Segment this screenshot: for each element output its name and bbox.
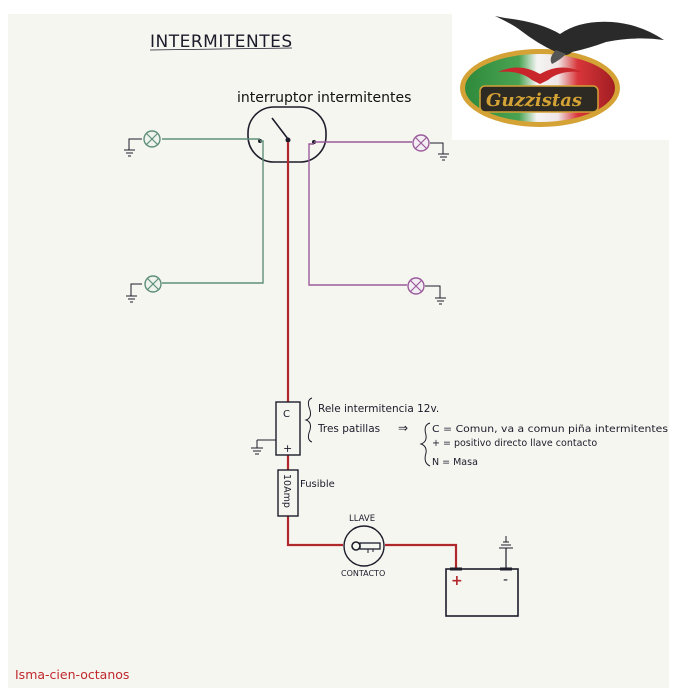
- ground-icon: [499, 536, 513, 549]
- terminal-brace: [419, 422, 431, 467]
- eagle-icon: [495, 16, 664, 64]
- lamp-front-right: [412, 134, 430, 152]
- eagle-small-icon: [498, 67, 582, 84]
- ground-icon: [251, 447, 263, 455]
- power-wiring: [286, 142, 458, 570]
- key-switch-bottom-label: CONTACTO: [341, 569, 385, 578]
- relay-arrow: ⇒: [398, 421, 408, 435]
- lamp-front-left: [143, 130, 161, 148]
- relay-terminal-plus: +: [283, 442, 292, 455]
- relay-terminal-c: C: [283, 409, 290, 420]
- relay-brace: [304, 397, 313, 443]
- relay-note-line2: Tres patillas: [317, 423, 380, 435]
- fuse-rating: 10Amp: [281, 474, 292, 508]
- title-underline: [149, 47, 293, 51]
- diagram-title: INTERMITENTES: [150, 32, 293, 52]
- battery: [445, 548, 519, 617]
- guzzistas-logo: [460, 49, 620, 127]
- key-icon: [367, 549, 374, 553]
- key-switch-top-label: LLAVE: [349, 514, 375, 524]
- ground-icon: [126, 295, 137, 303]
- right-lamp-leads: [425, 142, 444, 298]
- lamp-rear-right: [407, 277, 425, 295]
- fuse-label: Fusible: [300, 479, 335, 490]
- logo-text: Guzzistas: [486, 90, 582, 111]
- ignition-key-switch: [343, 525, 385, 567]
- left-lamp-wiring: [162, 138, 264, 284]
- flasher-relay: [256, 401, 301, 456]
- ground-icon: [435, 297, 446, 305]
- battery-negative: -: [503, 572, 508, 588]
- switch-label: interruptor intermitentes: [237, 90, 411, 106]
- relay-legend-c: C = Comun, va a comun piña intermitentes: [432, 424, 668, 435]
- ground-icon: [124, 149, 135, 157]
- ground-icon: [438, 153, 449, 161]
- relay-legend-plus: + = positivo directo llave contacto: [432, 438, 597, 449]
- left-lamp-leads: [128, 138, 142, 296]
- relay-legend-n: N = Masa: [432, 457, 478, 468]
- right-lamp-wiring: [308, 141, 412, 286]
- fuse: [277, 469, 299, 517]
- battery-positive: +: [451, 573, 463, 589]
- author-credit: Isma-cien-octanos: [15, 667, 129, 682]
- lamp-rear-left: [144, 275, 162, 293]
- relay-note-line1: Rele intermitencia 12v.: [318, 403, 439, 415]
